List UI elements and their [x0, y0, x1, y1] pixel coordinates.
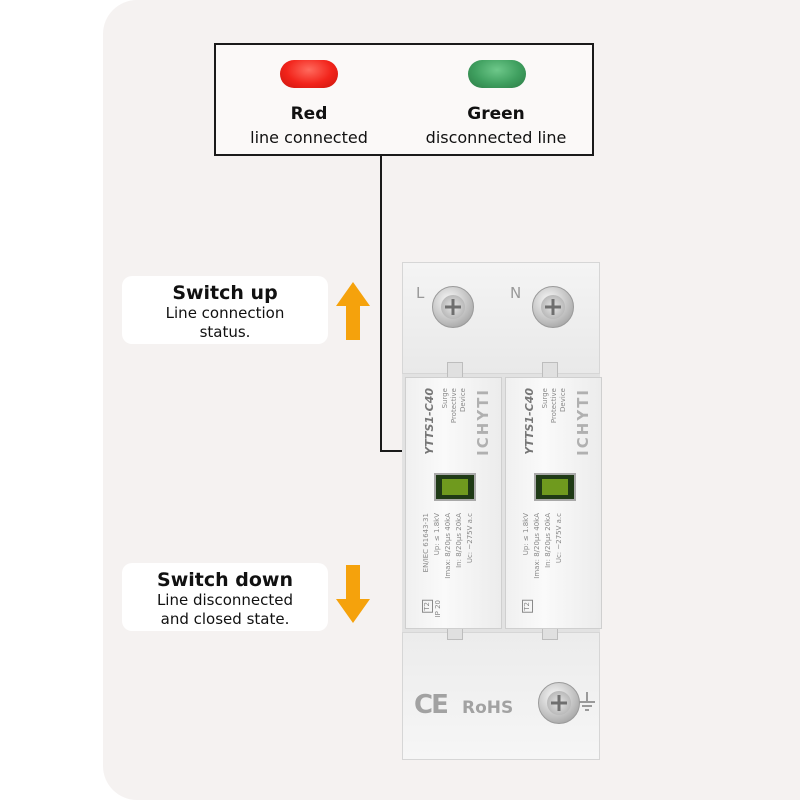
- class-label: T2: [522, 600, 533, 613]
- module-clip: [447, 362, 463, 378]
- terminal-n-label: N: [510, 284, 522, 302]
- model-label: YTTS1-C40: [523, 388, 536, 455]
- red-description: line connected: [250, 128, 368, 147]
- brand-label: ICHYTI: [574, 388, 592, 456]
- switch-down-line1: Line disconnected: [156, 591, 294, 609]
- device-desc-3: Device: [459, 388, 467, 412]
- green-description: disconnected line: [425, 128, 567, 147]
- switch-up-line2: status.: [199, 323, 251, 341]
- red-title: Red: [290, 104, 328, 124]
- module-n[interactable]: YTTS1-C40 Surge Protective Device ICHYTI…: [505, 377, 602, 629]
- up-arrow-icon: [336, 282, 370, 340]
- red-indicator: [280, 60, 338, 88]
- terminal-l-label: L: [416, 284, 425, 302]
- screw-icon: [532, 286, 574, 328]
- spec-imax: Imax: 8/20μs 40kA: [444, 513, 452, 579]
- device-desc-3: Device: [559, 388, 567, 412]
- rohs-mark: RoHS: [462, 698, 514, 718]
- spec-in: In: 8/20μs 20kA: [455, 513, 463, 568]
- connector-line: [380, 155, 382, 451]
- switch-up-callout: Switch up Line connection status.: [122, 276, 328, 344]
- switch-up-line1: Line connection: [165, 304, 285, 322]
- device-desc-2: Protective: [550, 388, 558, 424]
- module-clip: [542, 362, 558, 378]
- legend-box: Red line connected Green disconnected li…: [214, 43, 594, 156]
- switch-down-callout: Switch down Line disconnected and closed…: [122, 563, 328, 631]
- ce-mark: CE: [414, 690, 449, 720]
- switch-down-title: Switch down: [157, 569, 293, 591]
- brand-label: ICHYTI: [474, 388, 492, 456]
- green-title: Green: [467, 104, 525, 124]
- device-desc-2: Protective: [450, 388, 458, 424]
- model-label: YTTS1-C40: [423, 388, 436, 455]
- status-window: [434, 473, 476, 501]
- ground-icon: [579, 692, 595, 711]
- spec-up: Up: ≤ 1.8kV: [433, 513, 441, 556]
- spec-standard: EN/IEC 61643-31: [422, 513, 430, 573]
- spec-up: Up: ≤ 1.8kV: [522, 513, 530, 556]
- surge-protective-device: L N YTTS1-C40 Surge Protective Device IC…: [402, 262, 602, 760]
- ip-label: IP 20: [434, 600, 442, 618]
- switch-up-title: Switch up: [172, 282, 278, 304]
- class-label: T2: [422, 600, 433, 613]
- spec-uc: Uc: ~275V a.c: [466, 513, 474, 564]
- status-window: [534, 473, 576, 501]
- spec-imax: Imax: 8/20μs 40kA: [533, 513, 541, 579]
- module-l[interactable]: YTTS1-C40 Surge Protective Device ICHYTI…: [405, 377, 502, 629]
- screw-icon: [538, 682, 580, 724]
- switch-down-line2: and closed state.: [160, 610, 290, 628]
- device-desc-1: Surge: [441, 388, 449, 409]
- down-arrow-icon: [336, 565, 370, 623]
- green-indicator: [468, 60, 526, 88]
- screw-icon: [432, 286, 474, 328]
- spec-in: In: 8/20μs 20kA: [544, 513, 552, 568]
- spec-uc: Uc: ~275V a.c: [555, 513, 563, 564]
- device-desc-1: Surge: [541, 388, 549, 409]
- connector-line-horizontal: [380, 450, 410, 452]
